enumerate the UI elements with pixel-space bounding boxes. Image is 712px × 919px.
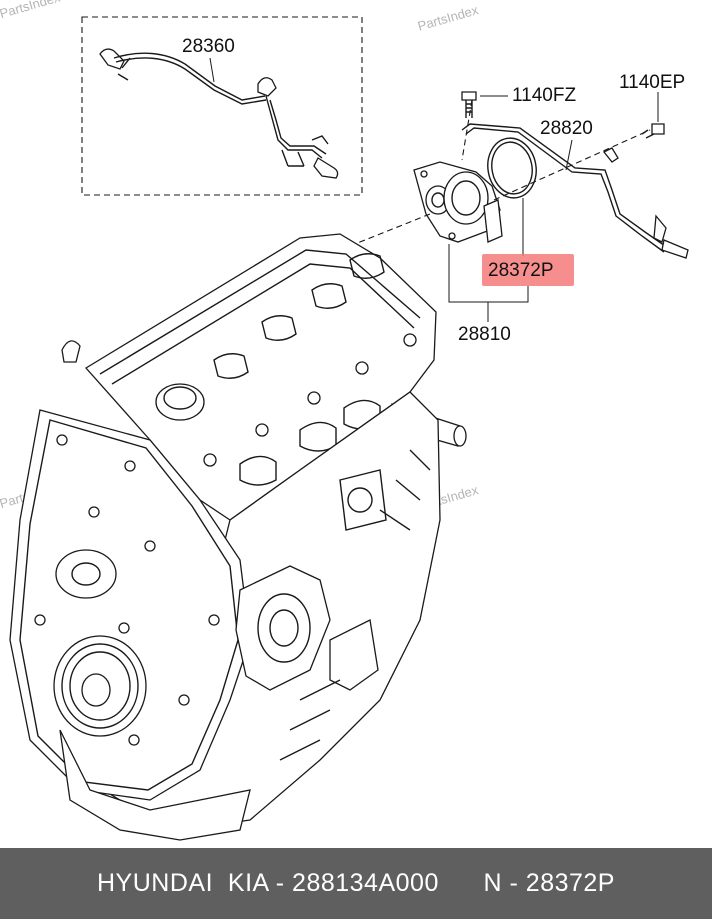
callout-28372p: 28372P — [488, 260, 554, 281]
assembly-line — [461, 99, 473, 161]
callout-28820: 28820 — [540, 118, 593, 139]
highlight-28372p — [482, 254, 574, 286]
leader-28360 — [209, 57, 215, 83]
vacuum-pump-28810 — [413, 161, 503, 243]
callout-28360: 28360 — [182, 36, 235, 57]
parts-diagram: PartsIndex PartsIndex PartsIndex PartsIn… — [0, 0, 689, 841]
watermark: PartsIndex — [0, 0, 62, 21]
vacuum-hose-28820 — [461, 123, 689, 259]
assembly-line — [349, 213, 431, 247]
engine-block — [9, 233, 467, 841]
watermark: PartsIndex — [416, 2, 480, 34]
footer-part-numbers: HYUNDAI KIA - 288134A000 N - 28372P — [97, 869, 615, 897]
callout-1140ep: 1140EP — [619, 72, 685, 93]
hose-kit-28360 — [81, 16, 363, 196]
leader-28820 — [565, 139, 573, 171]
callout-1140fz: 1140FZ — [512, 85, 576, 106]
bolt-1140ep — [641, 123, 665, 139]
footer-bar: HYUNDAI KIA - 288134A000 N - 28372P — [0, 848, 712, 919]
o-ring-28372p — [487, 137, 537, 199]
assembly-line — [493, 129, 651, 201]
callout-28810: 28810 — [458, 324, 511, 345]
leader-28810 — [448, 244, 529, 322]
bolt-1140fz — [461, 91, 477, 118]
